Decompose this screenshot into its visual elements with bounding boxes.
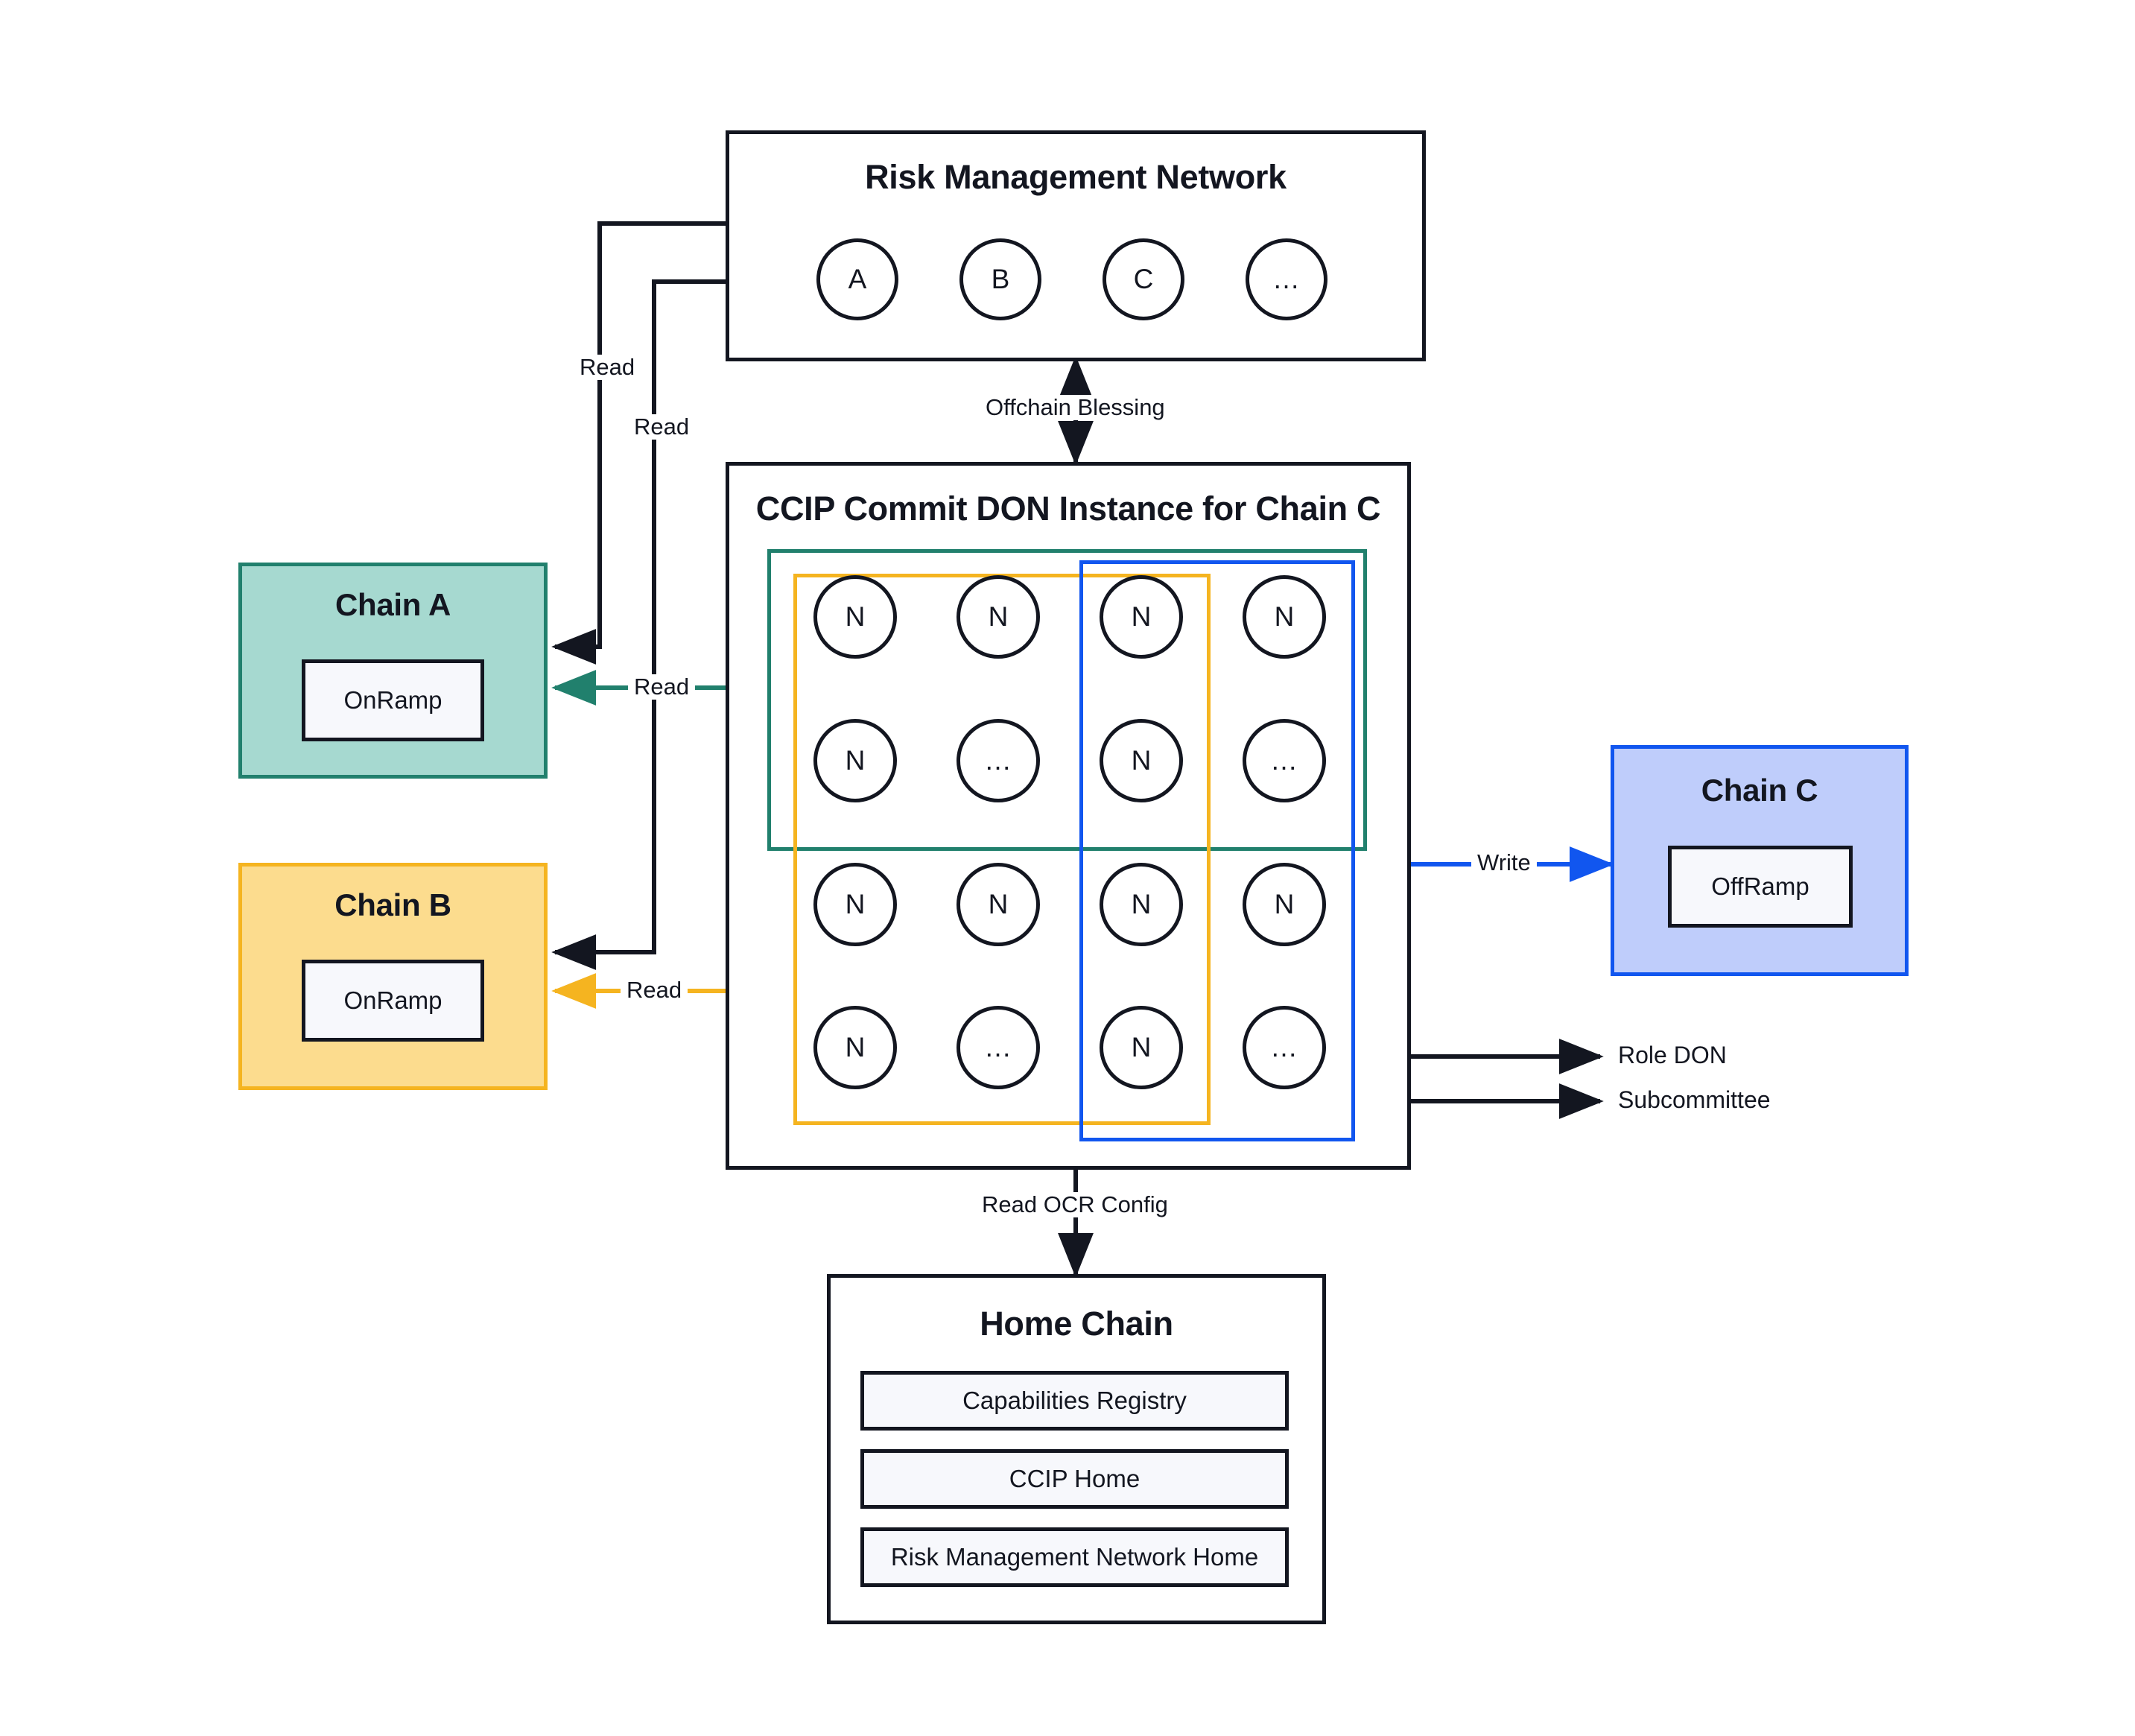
chain-a-title: Chain A (334, 587, 451, 622)
home-chain-item-risk-management-network-home[interactable]: Risk Management Network Home (860, 1527, 1289, 1587)
ccip-commit-don-title: CCIP Commit DON Instance for Chain C (755, 490, 1381, 528)
don-node-r1c1-label: N (845, 601, 866, 632)
chain-b-onramp: OnRamp (302, 960, 484, 1042)
don-node-r1c2-label: N (988, 601, 1009, 632)
don-node-r2c4: … (1243, 719, 1326, 802)
don-node-r2c3: N (1100, 719, 1183, 802)
rmn-node-b-label: B (991, 264, 1010, 294)
rmn-node-b: B (959, 238, 1041, 320)
edge-label-rmn-read-chain-b: Read (628, 414, 696, 440)
home-chain-item-0-label: Capabilities Registry (962, 1387, 1187, 1414)
edge-label-don-write-chain-c: Write (1471, 849, 1537, 876)
don-node-r2c3-label: N (1131, 745, 1152, 776)
home-chain-item-capabilities-registry[interactable]: Capabilities Registry (860, 1371, 1289, 1431)
rmn-node-a: A (816, 238, 898, 320)
rmn-node-a-label: A (848, 264, 867, 294)
home-chain-title: Home Chain (980, 1305, 1173, 1343)
home-chain-item-2-label: Risk Management Network Home (890, 1543, 1259, 1571)
home-chain-item-1-label: CCIP Home (1009, 1465, 1141, 1492)
don-node-r3c1-label: N (845, 889, 866, 919)
chain-c-title: Chain C (1701, 773, 1818, 808)
don-node-r2c1-label: N (845, 745, 866, 776)
don-node-r2c2: … (957, 719, 1040, 802)
don-node-r2c2-label: … (984, 745, 1012, 776)
risk-management-network-box: Risk Management Network A B C … (726, 130, 1426, 361)
don-node-r3c2-label: N (988, 889, 1009, 919)
don-node-r4c1: N (813, 1006, 897, 1089)
chain-b-box: Chain B OnRamp (238, 863, 548, 1090)
chain-c-offramp: OffRamp (1668, 846, 1853, 928)
don-node-r3c2: N (957, 863, 1040, 946)
risk-management-network-title: Risk Management Network (865, 158, 1287, 196)
edge-label-don-read-chain-b: Read (621, 977, 688, 1004)
chain-a-role-don-group (767, 549, 1367, 851)
don-node-r1c1: N (813, 575, 897, 659)
edge-label-read-ocr-config: Read OCR Config (976, 1191, 1174, 1218)
don-node-r3c3: N (1100, 863, 1183, 946)
don-node-r1c4-label: N (1274, 601, 1295, 632)
rmn-node-c-label: C (1133, 264, 1154, 294)
home-chain-item-ccip-home[interactable]: CCIP Home (860, 1449, 1289, 1509)
don-node-r4c2: … (957, 1006, 1040, 1089)
edge-label-offchain-blessing: Offchain Blessing (980, 394, 1171, 421)
don-node-r1c3-label: N (1131, 601, 1152, 632)
don-node-r4c4-label: … (1270, 1032, 1298, 1062)
chain-b-title: Chain B (334, 887, 451, 922)
don-node-r4c2-label: … (984, 1032, 1012, 1062)
chain-c-box: Chain C OffRamp (1611, 745, 1909, 976)
chain-b-onramp-label: OnRamp (343, 986, 442, 1014)
don-node-r4c1-label: N (845, 1032, 866, 1062)
don-node-r2c4-label: … (1270, 745, 1298, 776)
edge-label-rmn-read-chain-a: Read (574, 354, 641, 381)
rmn-node-more: … (1246, 238, 1327, 320)
chain-c-offramp-label: OffRamp (1711, 872, 1809, 900)
don-node-r4c3-label: N (1131, 1032, 1152, 1062)
don-node-r2c1: N (813, 719, 897, 802)
edge-label-don-read-chain-a: Read (628, 674, 696, 700)
don-node-r3c4: N (1243, 863, 1326, 946)
don-node-r4c4: … (1243, 1006, 1326, 1089)
rmn-node-c: C (1103, 238, 1184, 320)
don-node-r1c3: N (1100, 575, 1183, 659)
chain-a-onramp-label: OnRamp (343, 686, 442, 714)
legend-label-role-don: Role DON (1618, 1042, 1727, 1068)
wire-rmn-read-chain-b (551, 279, 726, 970)
don-node-r4c3: N (1100, 1006, 1183, 1089)
chain-c-subcommittee-group (1079, 560, 1355, 1141)
legend-label-subcommittee: Subcommittee (1618, 1086, 1771, 1113)
don-node-r1c2: N (957, 575, 1040, 659)
don-node-r1c4: N (1243, 575, 1326, 659)
rmn-node-more-label: … (1272, 264, 1301, 294)
chain-a-onramp: OnRamp (302, 659, 484, 741)
chain-a-box: Chain A OnRamp (238, 563, 548, 779)
don-node-r3c4-label: N (1274, 889, 1295, 919)
don-node-r3c1: N (813, 863, 897, 946)
don-node-r3c3-label: N (1131, 889, 1152, 919)
home-chain-box: Home Chain Capabilities Registry CCIP Ho… (827, 1274, 1326, 1624)
